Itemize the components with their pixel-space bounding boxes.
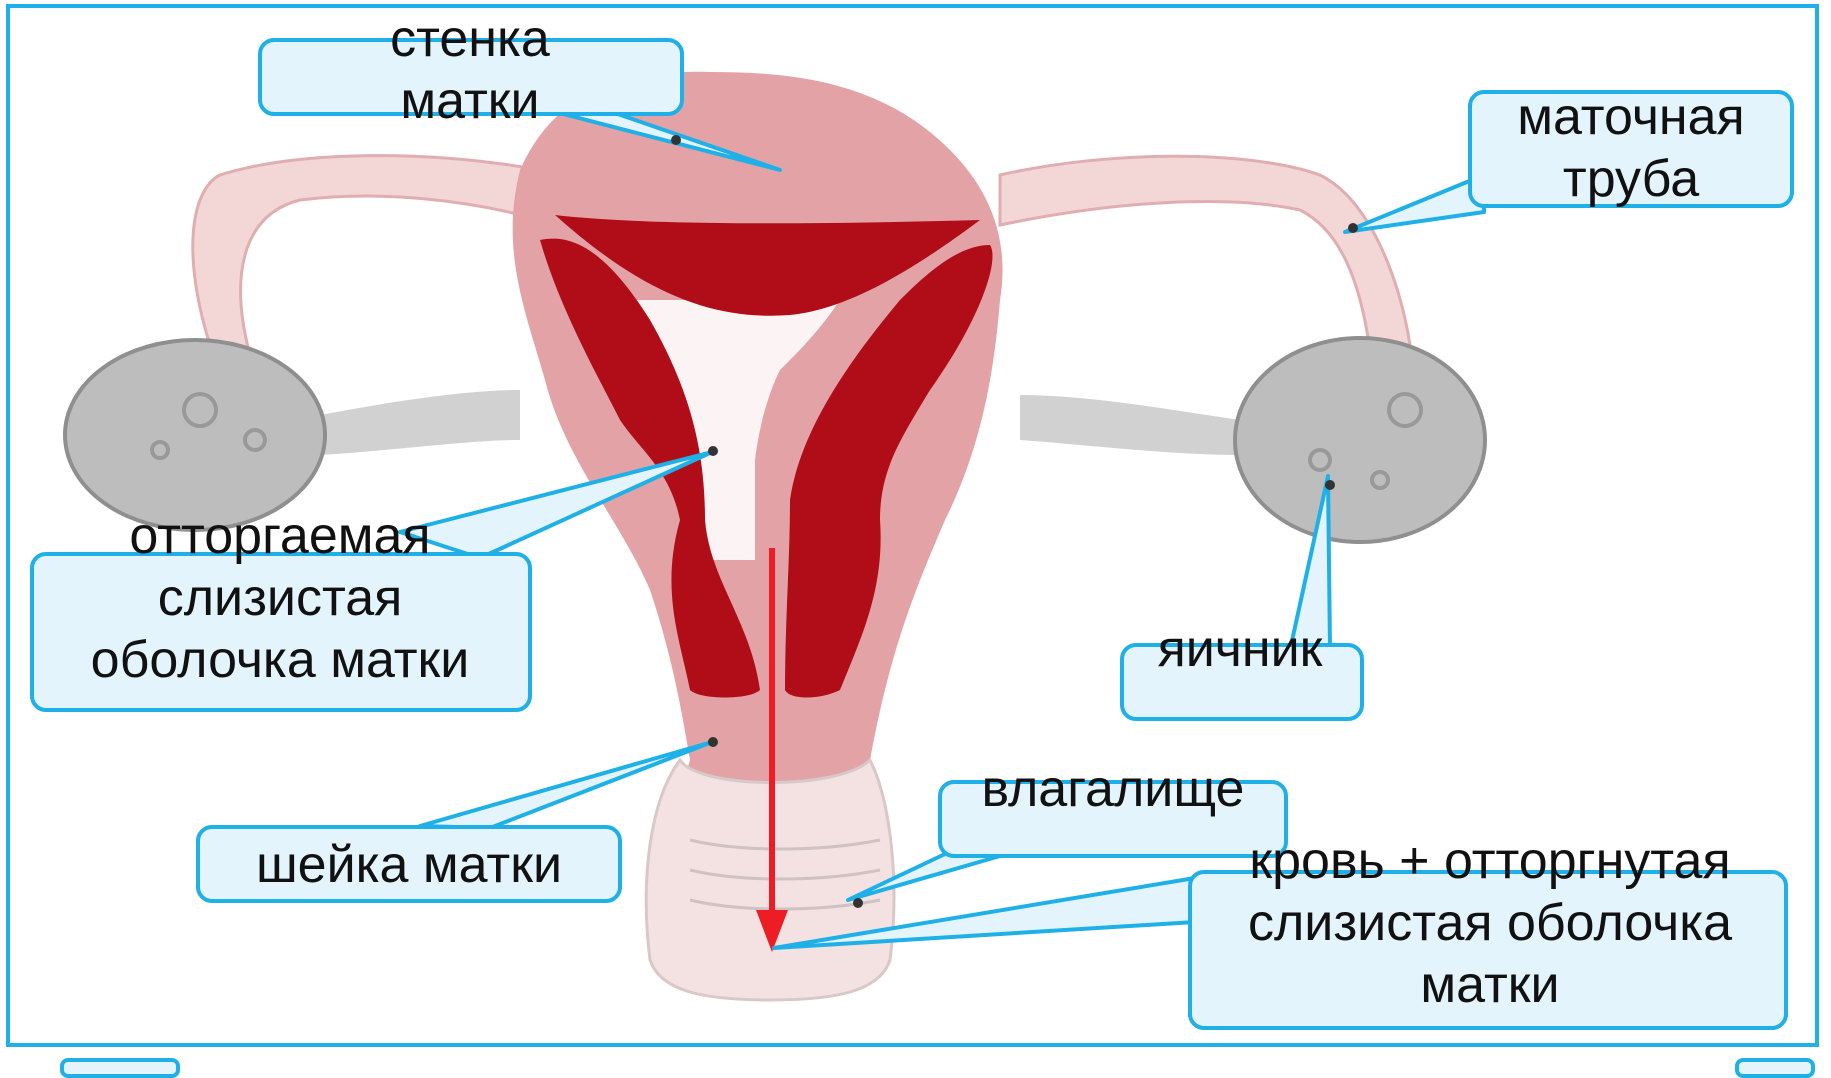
label-discharge: кровь + отторгнутая слизистая оболочка м… — [1240, 830, 1740, 1016]
right-ovary — [1235, 338, 1485, 542]
corner-box-right — [1735, 1058, 1815, 1078]
pointer-fallopian-tube — [1345, 175, 1484, 232]
label-vagina: влагалище — [968, 758, 1258, 820]
left-ovarian-ligament — [320, 390, 520, 455]
left-ovary — [65, 340, 325, 530]
right-fallopian-tube — [1000, 156, 1410, 350]
label-uterine-wall: стенка матки — [335, 8, 605, 132]
corner-box-left — [60, 1058, 180, 1078]
label-fallopian-tube: маточная труба — [1488, 86, 1774, 210]
label-shedding-mucosa: отторгаемая слизистая оболочка матки — [70, 505, 490, 691]
right-ovarian-ligament — [1020, 395, 1240, 455]
label-ovary: яичник — [1140, 618, 1340, 680]
label-cervix: шейка матки — [196, 834, 622, 896]
left-fallopian-tube — [193, 156, 540, 360]
